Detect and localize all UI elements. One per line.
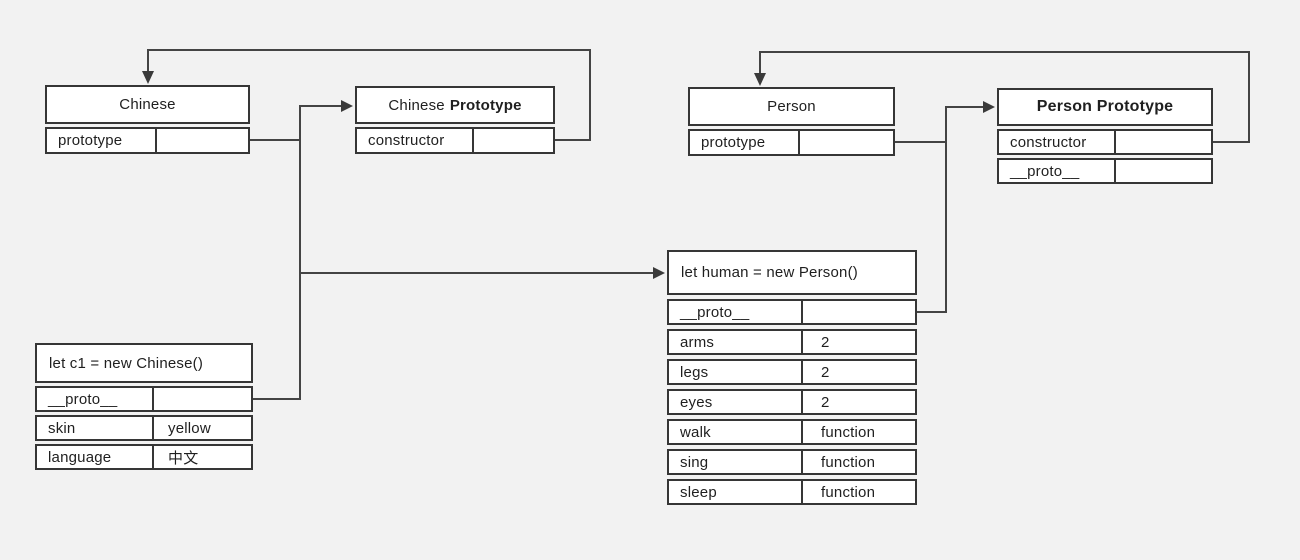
row-label: prototype bbox=[690, 131, 800, 154]
row-label: constructor bbox=[357, 129, 474, 152]
human-row-sleep: sleep function bbox=[667, 479, 917, 505]
human-row-walk: walk function bbox=[667, 419, 917, 445]
node-person-prototype-title-text: Person Prototype bbox=[1036, 98, 1174, 115]
edge-chinese-constructor-to-chinese bbox=[147, 49, 591, 141]
node-chinese-title: Chinese bbox=[45, 85, 250, 124]
node-c1-title-text: let c1 = new Chinese() bbox=[49, 354, 204, 372]
row-value: 中文 bbox=[168, 449, 199, 467]
arrowhead-right-chinese-prototype bbox=[341, 100, 353, 112]
c1-row-proto: __proto__ bbox=[35, 386, 253, 412]
row-value: 2 bbox=[821, 393, 830, 411]
row-value: function bbox=[821, 423, 876, 441]
row-label: skin bbox=[37, 417, 154, 439]
node-c1-title: let c1 = new Chinese() bbox=[35, 343, 253, 383]
row-label: arms bbox=[669, 331, 803, 353]
node-chinese-title-text: Chinese bbox=[119, 96, 176, 113]
edge-human-proto-to-person-prototype bbox=[917, 106, 983, 313]
node-person-title-text: Person bbox=[767, 98, 816, 115]
row-label: sleep bbox=[669, 481, 803, 503]
node-c1-instance: let c1 = new Chinese() __proto__ skin ye… bbox=[35, 343, 253, 470]
row-value: yellow bbox=[168, 419, 211, 437]
row-label: __proto__ bbox=[37, 388, 154, 410]
node-person-prototype: Person Prototype constructor __proto__ bbox=[997, 88, 1213, 184]
row-value bbox=[474, 129, 553, 152]
human-row-proto: __proto__ bbox=[667, 299, 917, 325]
row-label: language bbox=[37, 446, 154, 468]
arrowhead-down-chinese bbox=[142, 71, 154, 84]
title-bold-part: Prototype bbox=[449, 96, 522, 114]
row-label: constructor bbox=[999, 131, 1116, 153]
human-row-eyes: eyes 2 bbox=[667, 389, 917, 415]
row-value bbox=[800, 131, 893, 154]
node-chinese-prototype: Chinese Prototype constructor bbox=[355, 86, 555, 154]
c1-row-language: language 中文 bbox=[35, 444, 253, 470]
row-label: sing bbox=[669, 451, 803, 473]
chinese-prototype-row-constructor: constructor bbox=[355, 127, 555, 154]
node-person-title: Person bbox=[688, 87, 895, 126]
row-value bbox=[154, 388, 251, 410]
row-label: __proto__ bbox=[999, 160, 1116, 182]
row-label: __proto__ bbox=[669, 301, 803, 323]
row-value: function bbox=[821, 453, 876, 471]
row-value: 2 bbox=[821, 363, 830, 381]
node-chinese-prototype-title: Chinese Prototype bbox=[355, 86, 555, 124]
node-human-title-text: let human = new Person() bbox=[681, 264, 858, 281]
person-prototype-row-constructor: constructor bbox=[997, 129, 1213, 155]
row-value bbox=[1116, 160, 1211, 182]
edge-c1-proto-to-chinese-prototype bbox=[253, 105, 341, 400]
arrowhead-right-human bbox=[653, 267, 665, 279]
human-row-arms: arms 2 bbox=[667, 329, 917, 355]
node-human-title: let human = new Person() bbox=[667, 250, 917, 295]
row-value bbox=[1116, 131, 1211, 153]
row-label: walk bbox=[669, 421, 803, 443]
row-label: eyes bbox=[669, 391, 803, 413]
row-label: legs bbox=[669, 361, 803, 383]
person-prototype-row-proto: __proto__ bbox=[997, 158, 1213, 184]
person-row-prototype: prototype bbox=[688, 129, 895, 156]
row-value: function bbox=[821, 483, 876, 501]
human-row-legs: legs 2 bbox=[667, 359, 917, 385]
arrowhead-right-person-prototype bbox=[983, 101, 995, 113]
title-regular-part: Chinese bbox=[388, 96, 445, 114]
node-human-instance: let human = new Person() __proto__ arms … bbox=[667, 250, 917, 505]
c1-row-skin: skin yellow bbox=[35, 415, 253, 441]
node-chinese: Chinese prototype bbox=[45, 85, 250, 154]
chinese-row-prototype: prototype bbox=[45, 127, 250, 154]
node-person: Person prototype bbox=[688, 87, 895, 156]
row-value: 2 bbox=[821, 333, 830, 351]
row-value bbox=[157, 129, 248, 152]
human-row-sing: sing function bbox=[667, 449, 917, 475]
row-value bbox=[803, 301, 915, 323]
node-person-prototype-title: Person Prototype bbox=[997, 88, 1213, 126]
arrowhead-down-person bbox=[754, 73, 766, 86]
row-label: prototype bbox=[47, 129, 157, 152]
edge-person-constructor-to-person bbox=[759, 51, 1250, 143]
